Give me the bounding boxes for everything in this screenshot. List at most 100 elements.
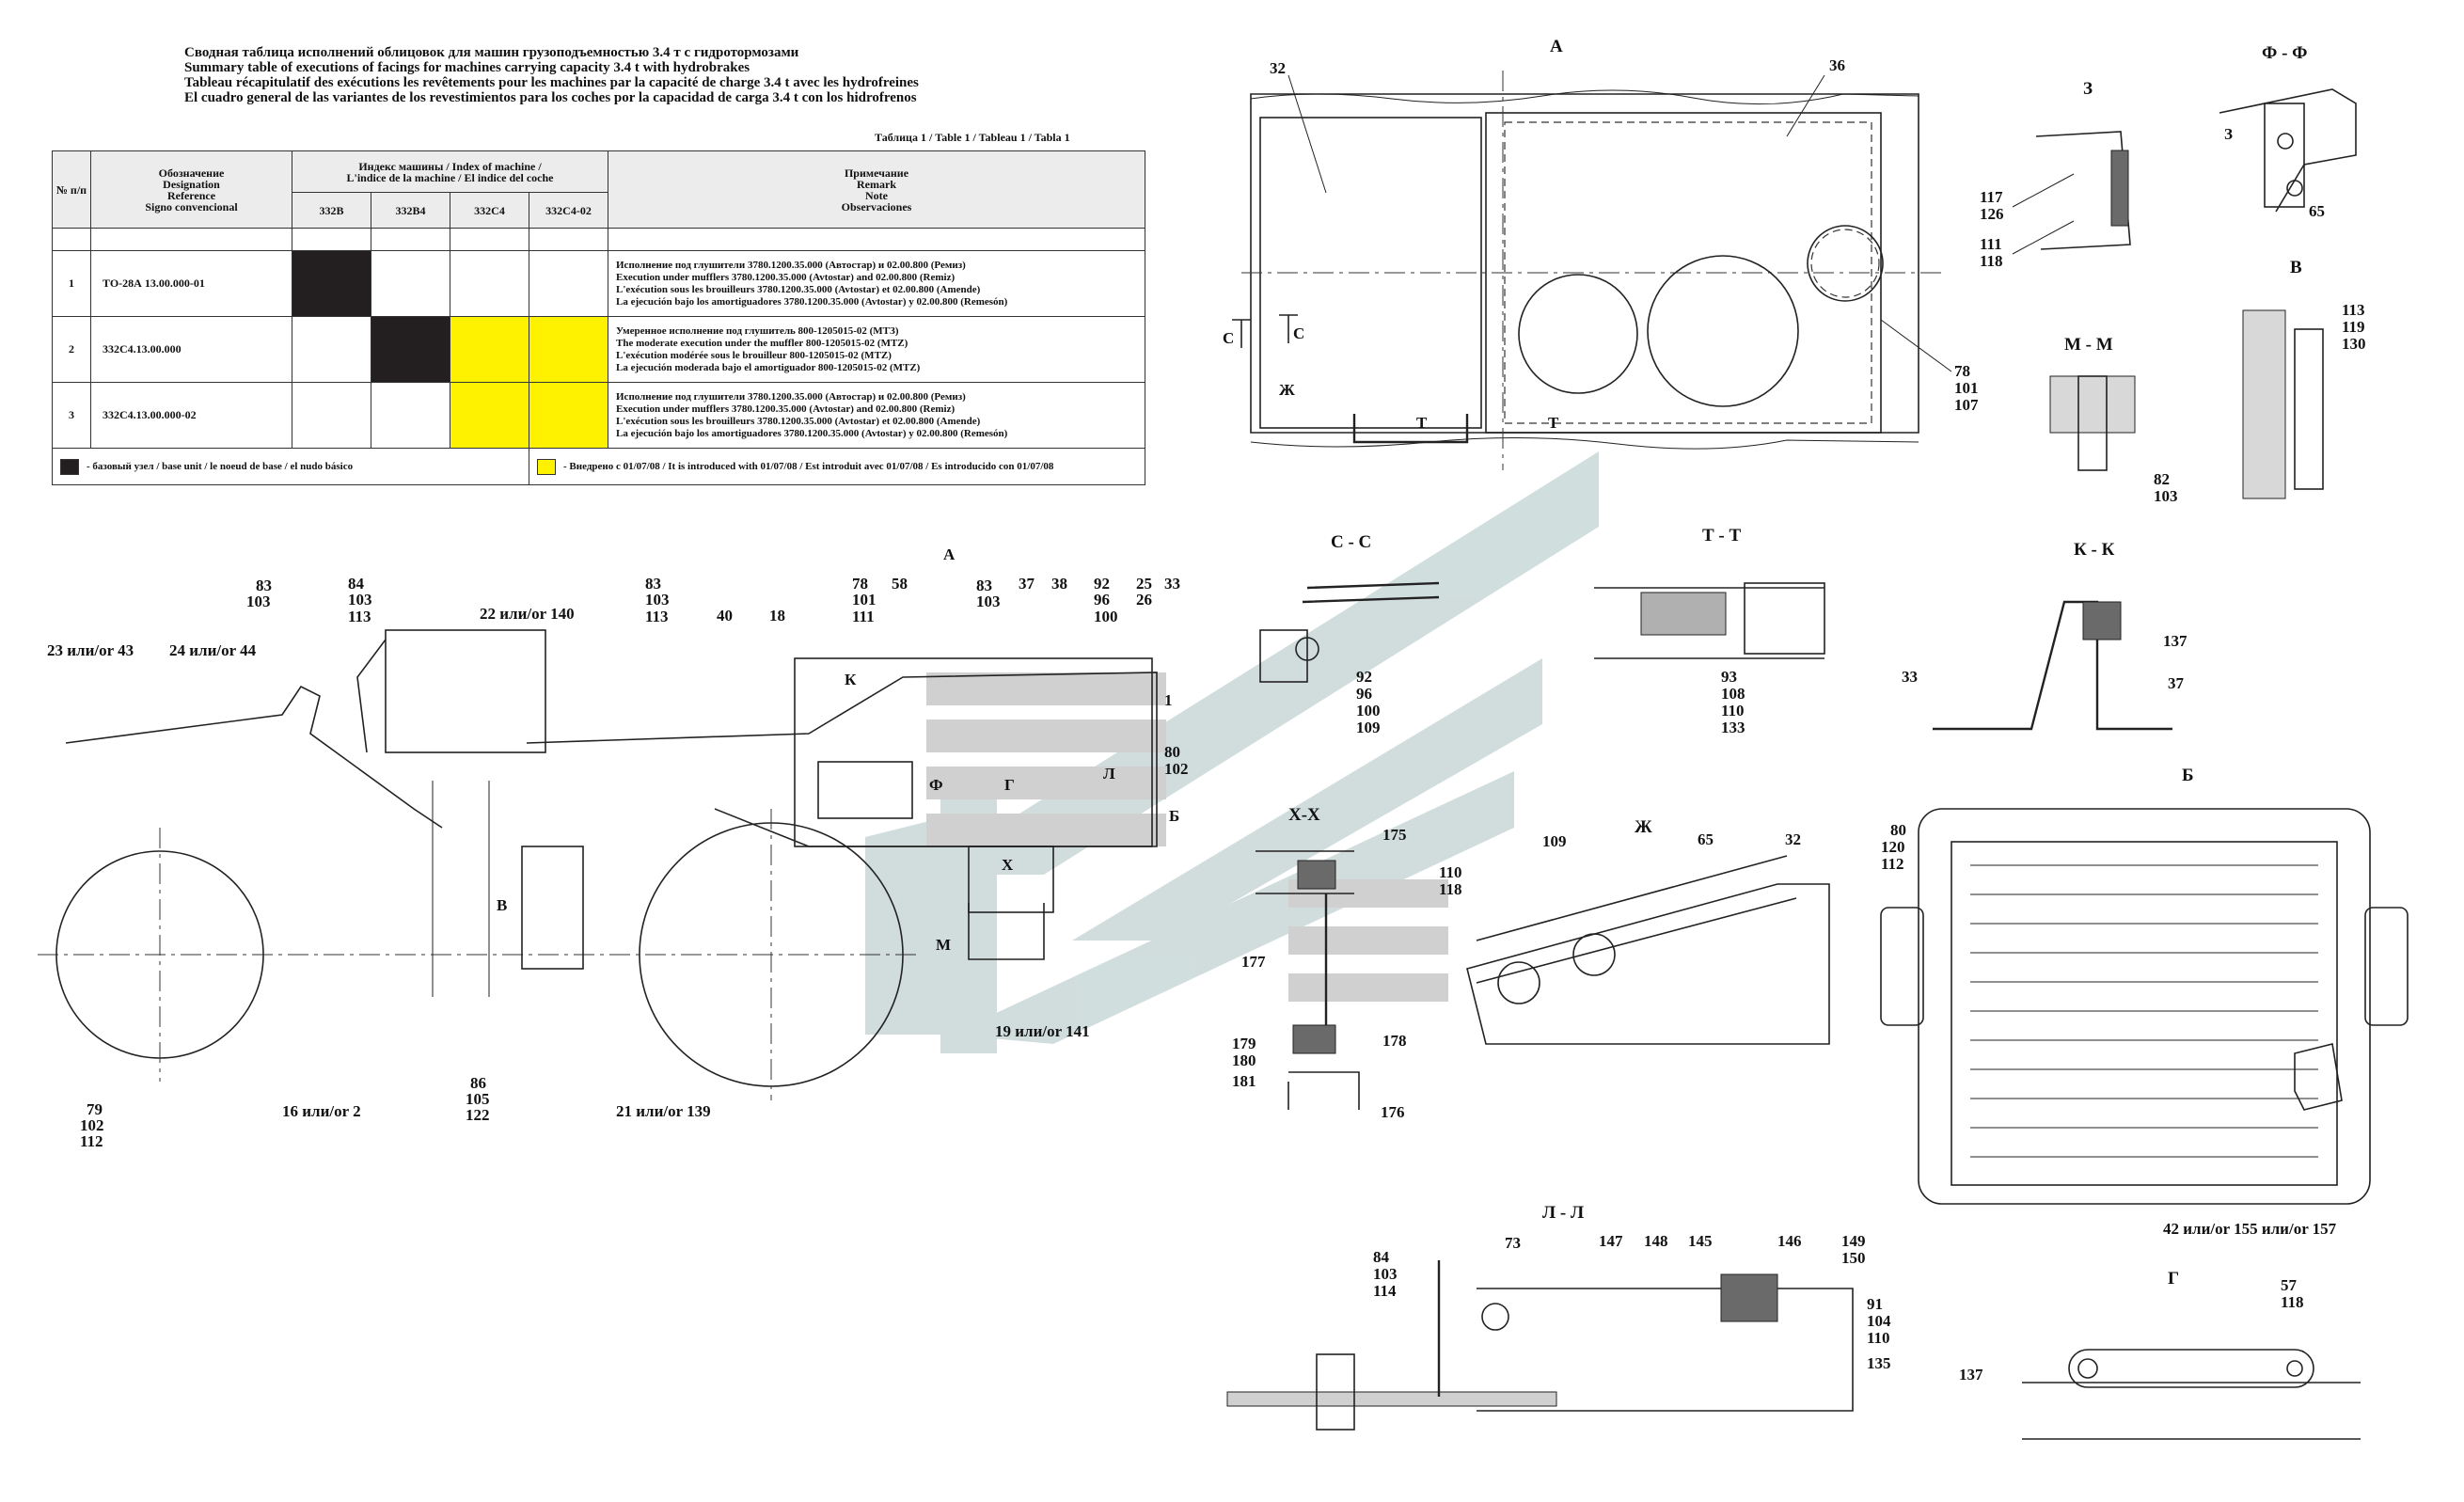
view-ff: Ф - Ф З 65	[2219, 43, 2357, 220]
header-designation: Обозначение Designation Reference Signo …	[90, 150, 292, 229]
header-line-ru: Сводная таблица исполнений облицовок для…	[184, 45, 799, 60]
boom-arm	[65, 685, 443, 829]
callout-label: 24 или/or 44	[169, 641, 257, 659]
legend-new-swatch	[537, 458, 556, 475]
callout-label: 82	[2154, 470, 2170, 488]
latch	[1720, 1273, 1778, 1322]
leader-line	[1786, 74, 1825, 137]
cap-circle-inner	[1810, 229, 1880, 298]
row-designation: ТО-28А 13.00.000-01	[90, 250, 292, 317]
frame-lines	[432, 781, 490, 997]
header-index-332s4: 332С4	[450, 192, 529, 229]
mark-cell	[529, 382, 608, 449]
remark-line: Execution under mufflers 3780.1200.35.00…	[616, 271, 956, 283]
clamp	[2082, 601, 2122, 640]
bolt-hole	[2286, 180, 2303, 197]
callout-label: 113	[645, 608, 669, 625]
view-kk: К - К 137 33 37	[1902, 540, 2188, 731]
callout-label: 110	[1867, 1329, 1890, 1347]
header-remark: Примечание Remark Note Observaciones	[608, 150, 1145, 229]
callout-label: 137	[1959, 1366, 1983, 1383]
callout-label: 84	[1373, 1248, 1390, 1266]
callout-label: 84	[348, 575, 365, 593]
header-designation-fr: Reference	[166, 188, 216, 202]
table-row: 2 332С4.13.00.000 Умеренное исполнение п…	[52, 316, 1145, 383]
callout-label: 176	[1381, 1103, 1405, 1121]
callout-label: 101	[852, 591, 877, 609]
callout-label: 93	[1721, 668, 1737, 686]
callout-label: 32	[1785, 830, 1801, 848]
callout-label: 65	[1698, 830, 1714, 848]
callout-label: К	[845, 671, 857, 688]
header-no-text: № п/п	[55, 182, 87, 197]
panel-65	[1476, 855, 1797, 984]
callout-label: 114	[1373, 1282, 1397, 1300]
callout-label: Т	[1416, 414, 1428, 432]
callout-label: 80	[1890, 821, 1906, 839]
callout-label: 130	[2342, 335, 2366, 353]
legend-row: - базовый узел / base unit / le noeud de…	[52, 448, 1145, 485]
callout-label: 37	[2168, 674, 2185, 692]
callout-label: 38	[1051, 575, 1067, 593]
callout-label: 177	[1241, 953, 1266, 971]
callout-label: 33	[1164, 575, 1180, 593]
callout-label: 92	[1356, 668, 1372, 686]
callout-label: В	[497, 896, 507, 914]
callout-label: 118	[1980, 252, 2003, 270]
header-designation-es: Signo convencional	[145, 199, 238, 213]
callout-label: 96	[1094, 591, 1110, 609]
view-g: Г 57 118 137	[1959, 1269, 2361, 1440]
table-caption: Таблица 1 / Table 1 / Tableau 1 / Tabla …	[875, 131, 1070, 144]
view-v: В 113 119 130	[2242, 258, 2366, 499]
remark-line: Умеренное исполнение под глушитель 800-1…	[616, 324, 899, 337]
header-remark-ru: Примечание	[844, 166, 909, 180]
callout-label: 108	[1721, 685, 1745, 703]
mount-bracket	[968, 903, 1045, 960]
callout-label: 148	[1644, 1232, 1668, 1250]
leader-line	[1287, 74, 1327, 194]
roller	[1572, 933, 1616, 976]
remark-line: Исполнение под глушители 3780.1200.35.00…	[616, 390, 966, 403]
callout-label: 22 или/or 140	[480, 605, 575, 623]
callout-label: 21 или/or 139	[616, 1102, 711, 1120]
hatched-strip	[2110, 150, 2129, 227]
callout-label: 36	[1829, 56, 1845, 74]
callout-label: 78	[852, 575, 868, 593]
cover	[1477, 1288, 1854, 1412]
section-label-g: Г	[2168, 1269, 2179, 1289]
hatched-block	[1640, 592, 1727, 636]
callout-label: 103	[645, 591, 670, 609]
callout-label: Ж	[1279, 381, 1295, 399]
row-remark: Исполнение под глушители 3780.1200.35.00…	[608, 382, 1145, 449]
bolt	[2077, 375, 2108, 471]
watermark-stripe	[950, 771, 1514, 1044]
callout-label: Б	[1169, 807, 1179, 825]
callout-label: 58	[892, 575, 908, 593]
callout-label: 23 или/or 43	[47, 641, 134, 659]
callout-label: 118	[1439, 880, 1462, 898]
callout-label: 26	[1136, 591, 1152, 609]
callout-label: 100	[1356, 702, 1381, 719]
clamp	[1297, 860, 1336, 890]
row-remark: Исполнение под глушители 3780.1200.35.00…	[608, 250, 1145, 317]
section-label-a: А	[1550, 37, 1563, 56]
callout-label: Х	[1002, 856, 1014, 874]
channel	[1287, 1071, 1360, 1110]
side-handle-left	[1880, 907, 1924, 1026]
callout-label: 103	[246, 593, 271, 610]
callout-label: 150	[1841, 1249, 1866, 1267]
callout-label: Т	[1548, 414, 1559, 432]
view-ff-outline	[2219, 88, 2357, 213]
callout-label: 91	[1867, 1295, 1883, 1313]
callout-label: 110	[1439, 863, 1462, 881]
watermark-stripe	[1072, 658, 1542, 941]
mark-cell	[529, 250, 608, 317]
callout-label: 65	[2309, 202, 2325, 220]
spacer-cell	[292, 228, 371, 251]
remark-line: Execution under mufflers 3780.1200.35.00…	[616, 403, 956, 415]
callout-label: 103	[348, 591, 372, 609]
callout-label: 133	[1721, 719, 1745, 736]
legend-base-text: - базовый узел / base unit / le noeud de…	[87, 460, 354, 472]
callout-label: 109	[1542, 832, 1567, 850]
break-line	[1250, 436, 1919, 450]
